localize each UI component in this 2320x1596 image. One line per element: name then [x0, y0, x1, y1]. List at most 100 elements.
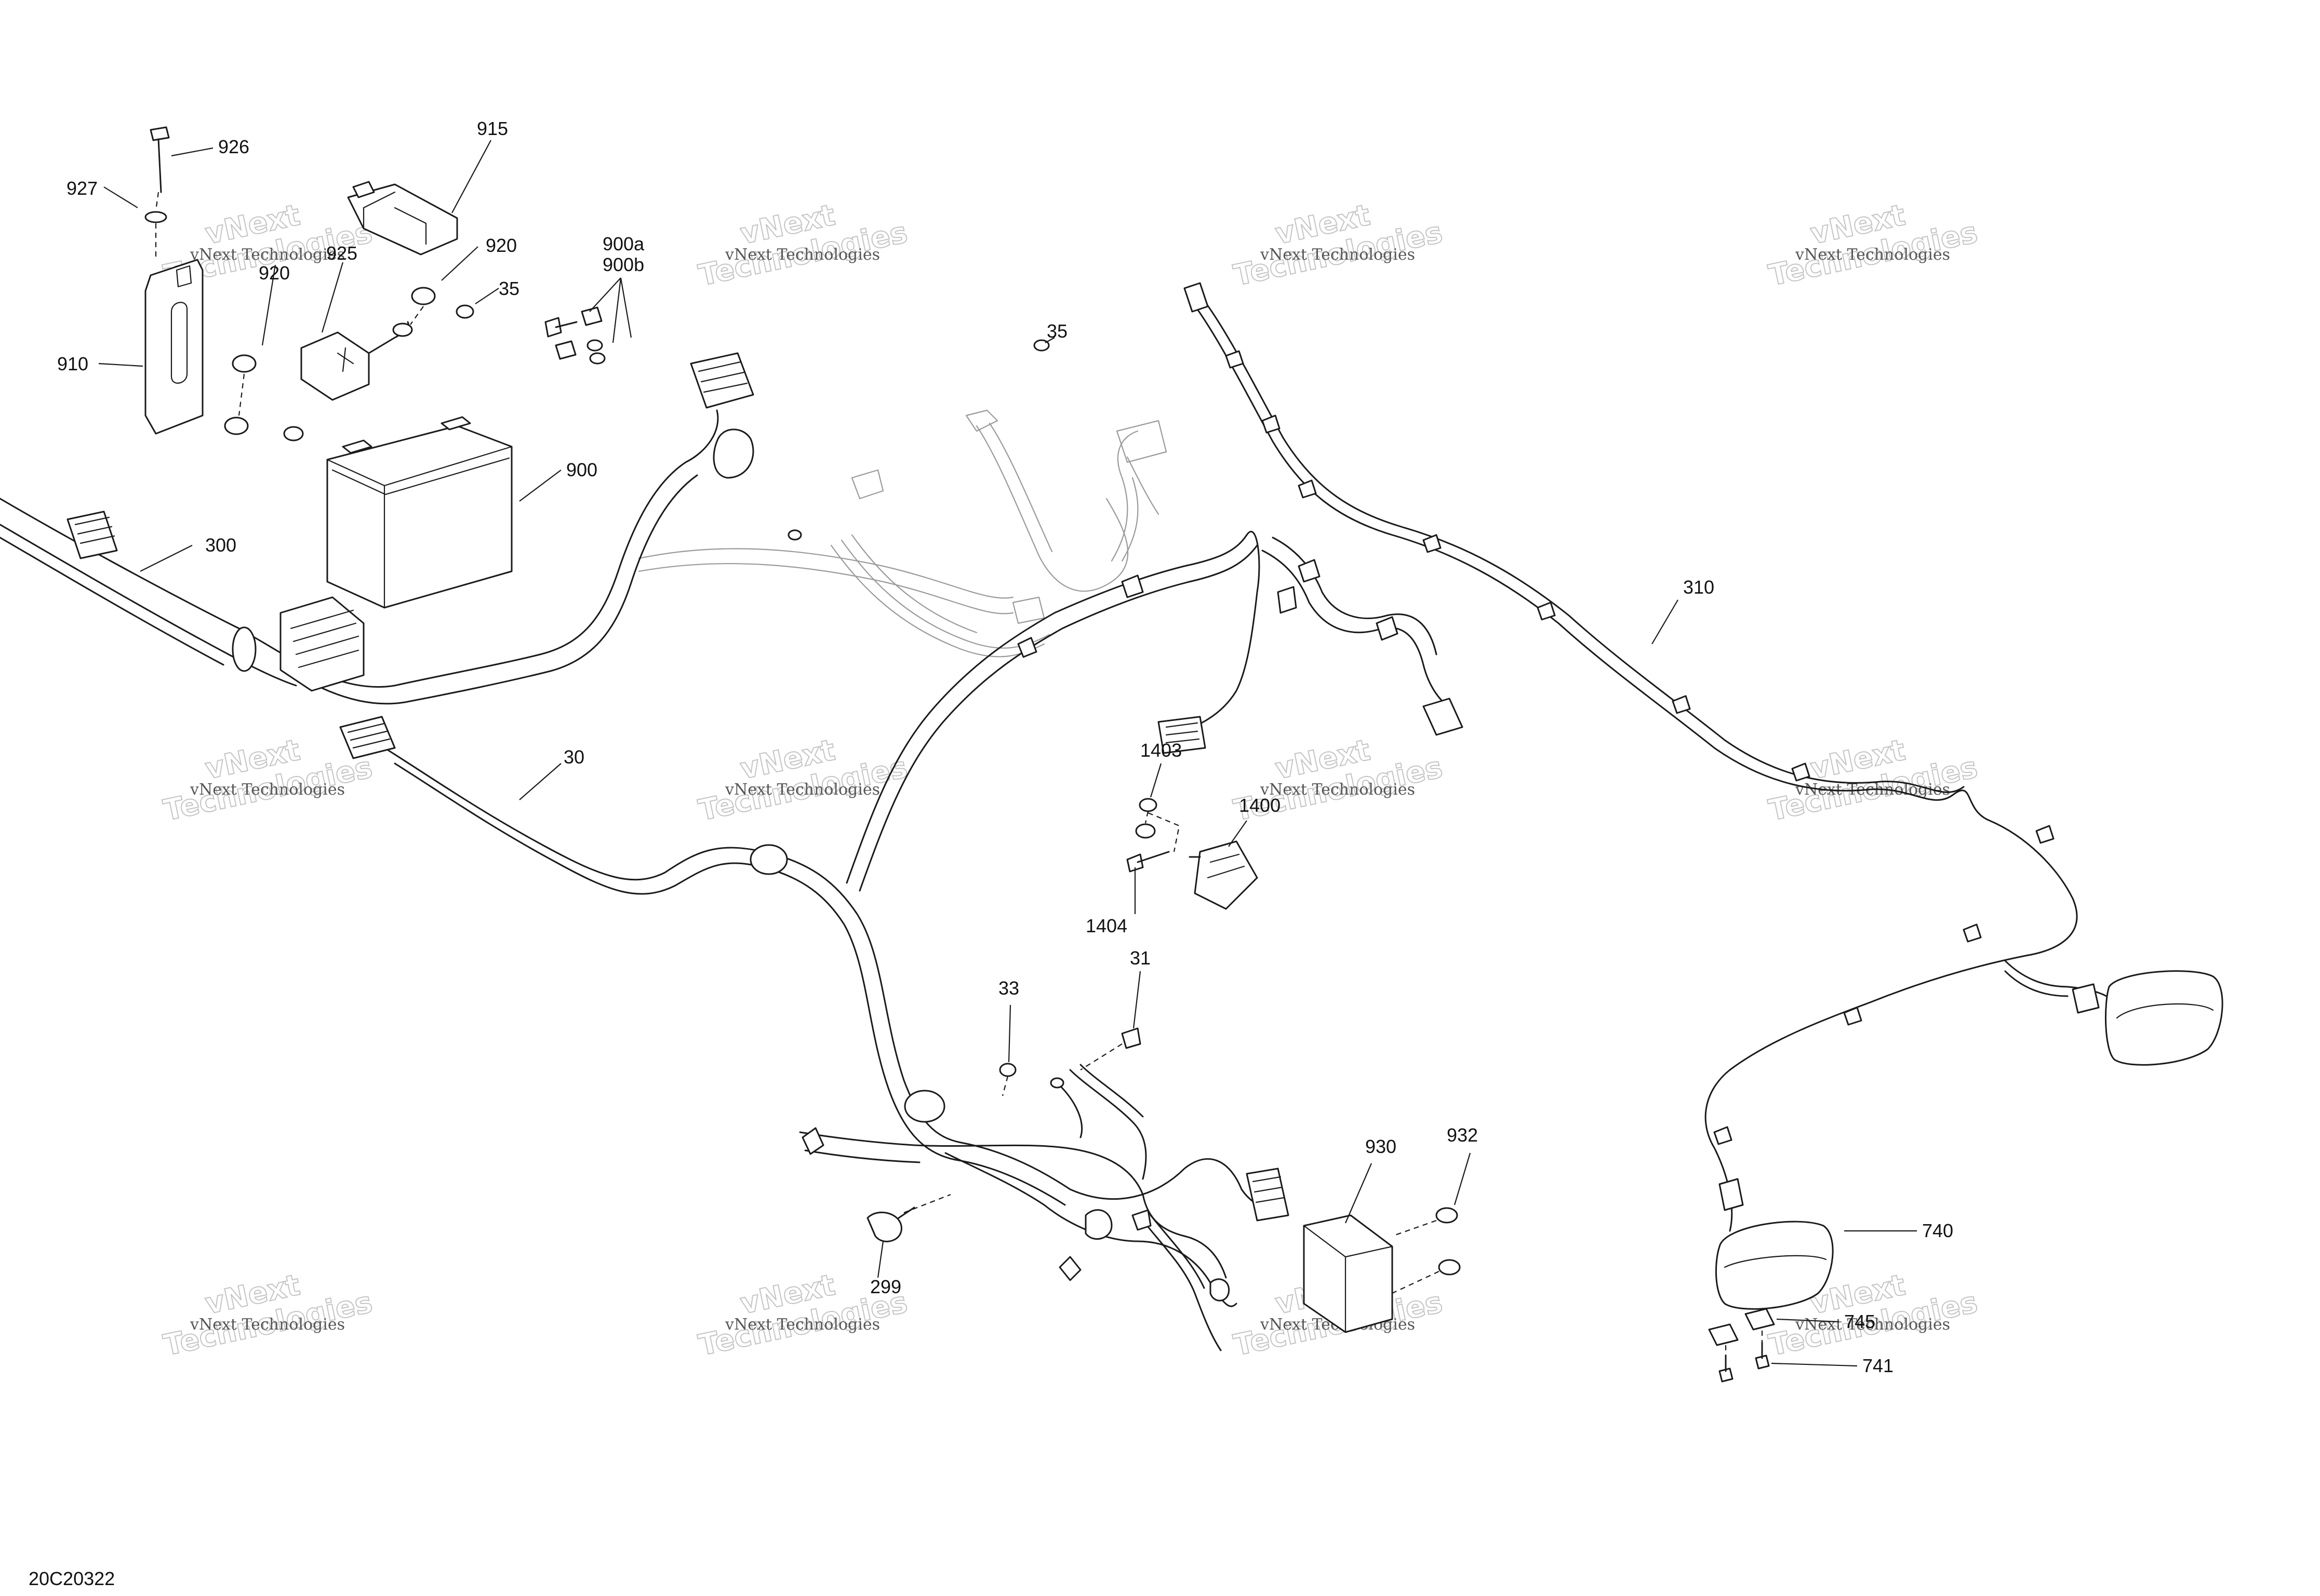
harness-clip [1713, 1126, 1732, 1145]
nut-33 [999, 1063, 1017, 1077]
watermarks: vNext Technologies vNext Technologies vN… [160, 198, 1981, 1363]
bolt-31 [1121, 1027, 1141, 1049]
harness-clip [1537, 601, 1556, 621]
watermark: vNext Technologies vNext Technologies [695, 733, 911, 828]
harness-30 [339, 530, 1463, 1351]
watermark: vNext Technologies vNext Technologies [1765, 198, 1981, 293]
bracket-745 [1744, 1308, 1775, 1331]
connector-small [1157, 716, 1206, 754]
harness-clip [1261, 414, 1281, 434]
harness-sleeve [904, 1090, 945, 1123]
callout-1400: 1400 [1239, 795, 1281, 816]
grommet-920 [232, 354, 257, 373]
connector-main-ecm [279, 596, 365, 692]
callout-1404: 1404 [1086, 915, 1127, 936]
washer-1403 [1135, 823, 1156, 839]
callout-740: 740 [1922, 1220, 1953, 1241]
harness-clip [1121, 574, 1144, 598]
callout-920: 920 [259, 262, 290, 284]
module-930 [1303, 1207, 1461, 1333]
connector-900-cap [713, 428, 754, 479]
ring-terminal [1209, 1278, 1230, 1302]
harness-clip [1225, 350, 1244, 369]
harness-clip [1017, 637, 1037, 658]
callout-741: 741 [1862, 1355, 1894, 1376]
watermark-text: vNext Technologies [190, 781, 345, 799]
leader-lines [98, 140, 1917, 1367]
bracket-745 [1708, 1323, 1739, 1346]
watermark-text: vNext Technologies [1795, 1316, 1950, 1334]
nut [283, 426, 304, 441]
harness-clip [1672, 695, 1691, 714]
callout-925: 925 [326, 243, 357, 264]
callout-932: 932 [1447, 1124, 1478, 1146]
connector-light [2072, 983, 2100, 1014]
connector-small [1422, 698, 1463, 736]
grommet-920 [224, 417, 249, 435]
cover-915 [347, 181, 458, 256]
washer-927 [144, 211, 167, 223]
grommet-932 [1435, 1207, 1458, 1224]
harness-clip [1298, 559, 1321, 583]
nut [392, 323, 413, 337]
connector-300-plug [66, 511, 118, 559]
callout-900a: 900a [603, 233, 645, 254]
bolt-926-head [150, 126, 170, 141]
bolt-1404 [1126, 853, 1144, 873]
harness-clip [1843, 1007, 1862, 1026]
harness-clip [1376, 616, 1398, 641]
harness-300 [0, 352, 754, 705]
connector-930-plug [1246, 1168, 1289, 1222]
callouts: 926 927 915 920 920 925 900a 900b 35 35 … [57, 118, 1953, 1376]
callout-33: 33 [998, 977, 1019, 999]
harness-clip [2035, 825, 2055, 844]
terminal [1050, 1077, 1064, 1089]
callout-920: 920 [486, 235, 517, 256]
diagram-reference-id: 20C20322 [29, 1568, 115, 1589]
callout-926: 926 [218, 136, 249, 157]
harness-clip [1422, 534, 1442, 553]
grommet-920 [411, 287, 436, 305]
watermark-text: vNext Technologies [190, 1316, 345, 1334]
watermark: vNext Technologies vNext Technologies [160, 733, 376, 828]
battery-900 [326, 416, 513, 609]
harness-clip [1298, 479, 1317, 499]
light-740-rear [2104, 970, 2223, 1066]
callout-900b: 900b [603, 254, 644, 275]
washer [589, 352, 606, 365]
watermark-text: vNext Technologies [725, 1316, 880, 1334]
reference-harness-ghost [638, 409, 1167, 658]
callout-300: 300 [205, 534, 236, 556]
connector-740 [1718, 1178, 1744, 1211]
bolt-900a [544, 317, 562, 338]
callout-35: 35 [1047, 320, 1068, 342]
nut-1403 [1139, 798, 1157, 812]
connector-900-top [690, 352, 754, 409]
grommet-932 [1438, 1259, 1461, 1276]
washer [586, 339, 603, 352]
harness-clip [1963, 923, 1982, 943]
watermark: vNext Technologies vNext Technologies [1230, 198, 1446, 293]
nut-35 [456, 304, 474, 319]
nut-900b [555, 340, 577, 360]
callout-900: 900 [566, 459, 597, 480]
watermark-text: vNext Technologies [1795, 246, 1950, 264]
bracket-910 [144, 259, 204, 435]
watermark-text: vNext Technologies [1260, 246, 1415, 264]
connector-30-end [339, 716, 396, 759]
watermark: vNext Technologies vNext Technologies [160, 1268, 376, 1363]
assembly-lines [155, 192, 1763, 1356]
callout-31: 31 [1130, 947, 1151, 969]
watermark-text: vNext Technologies [1260, 781, 1415, 799]
callout-1403: 1403 [1140, 740, 1182, 761]
callout-30: 30 [564, 746, 584, 768]
light-740 [1708, 1221, 1834, 1383]
sensor-299 [866, 1211, 902, 1242]
callout-745: 745 [1844, 1311, 1875, 1332]
callout-299: 299 [870, 1276, 901, 1297]
callout-915: 915 [477, 118, 508, 139]
callout-35: 35 [499, 278, 519, 299]
harness-clip [1791, 762, 1810, 782]
harness-clip [1277, 586, 1297, 614]
